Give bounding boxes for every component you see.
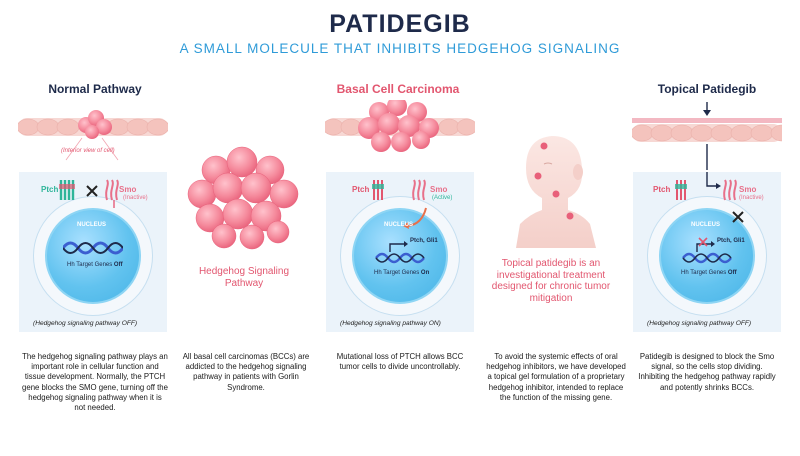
smo-state: (Active) — [432, 195, 453, 201]
target-genes-status: Hh Target Genes On — [374, 270, 430, 276]
receptors — [675, 172, 744, 252]
drug-arrow — [706, 172, 717, 187]
target-genes-status: Hh Target Genes Off — [681, 270, 737, 276]
nucleus-label: NUCLEUS — [384, 222, 414, 228]
smo-state: (Inactive) — [739, 195, 764, 201]
gene-arrow-label: Ptch, Gli1 — [717, 238, 745, 244]
normal-cell-panel: Ptch Smo (Inactive) NUCLEUS Hh Target Ge… — [19, 172, 167, 332]
tumor-cluster-illustration — [187, 146, 299, 250]
smo-receptor — [105, 179, 119, 201]
topical-description: Patidegib is designed to block the Smo s… — [638, 352, 776, 392]
bcc-description: Mutational loss of PTCH allows BCC tumor… — [336, 352, 464, 372]
ptch-receptor-mutated — [373, 180, 383, 200]
smo-state: (Inactive) — [123, 195, 148, 201]
smo-receptor — [412, 179, 426, 201]
gene-block-x-icon — [698, 237, 708, 247]
block-x-icon — [86, 185, 98, 197]
bcc-lesions — [534, 142, 574, 220]
topical-cell-panel: Ptch Smo (Inactive) NUCLEUS Ptch, Gli1 H… — [633, 172, 781, 332]
target-genes-status: Hh Target Genes Off — [67, 262, 123, 268]
block-x-icon — [732, 211, 744, 223]
nucleus-label: NUCLEUS — [77, 222, 107, 228]
ptch-label: Ptch — [41, 185, 59, 194]
bcc-tissue-illustration — [325, 100, 475, 152]
pathway-status: (Hedgehog signaling pathway ON) — [340, 320, 441, 327]
page-subtitle: A SMALL MOLECULE THAT INHIBITS HEDGEHOG … — [179, 41, 621, 56]
addiction-caption: Hedgehog Signaling Pathway — [198, 266, 290, 289]
nucleus — [45, 208, 141, 304]
nucleus-label: NUCLEUS — [691, 222, 721, 228]
dna-helix-icon — [682, 252, 732, 264]
ptch-receptor — [59, 180, 75, 200]
smo-label: Smo — [119, 185, 137, 194]
gene-arrow-label: Ptch, Gli1 — [410, 238, 438, 244]
interior-view-note: (Interior view of cell) — [61, 148, 115, 154]
nucleus — [352, 208, 448, 304]
pathway-status: (Hedgehog signaling pathway OFF) — [33, 320, 138, 327]
dna-helix-icon — [63, 241, 123, 255]
bcc-heading: Basal Cell Carcinoma — [336, 82, 460, 96]
normal-pathway-heading: Normal Pathway — [48, 82, 142, 96]
normal-description: The hedgehog signaling pathway plays an … — [22, 352, 168, 413]
gene-arrow — [696, 243, 711, 252]
patient-head-illustration — [516, 136, 596, 248]
receptors — [372, 179, 427, 252]
topical-caption: Topical patidegib is an investigational … — [491, 258, 611, 304]
dna-helix-icon — [375, 252, 425, 264]
receptors — [59, 179, 119, 208]
ptch-label: Ptch — [352, 185, 370, 194]
ptch-receptor-mutated — [676, 180, 686, 200]
smo-label: Smo — [430, 185, 448, 194]
nucleus — [659, 208, 755, 304]
normal-tissue-illustration — [18, 110, 168, 161]
gene-arrow — [389, 243, 404, 252]
smo-label: Smo — [739, 185, 757, 194]
bcc-cell-panel: Ptch Smo (Active) NUCLEUS Ptch, Gli1 Hh … — [326, 172, 474, 332]
ptch-label: Ptch — [653, 185, 671, 194]
smo-receptor — [723, 179, 737, 201]
signal-arrow — [407, 207, 427, 227]
pathway-status: (Hedgehog signaling pathway OFF) — [647, 320, 752, 327]
topical-tissue-illustration — [632, 102, 782, 170]
page-title: PATIDEGIB — [329, 10, 471, 38]
topical-info-description: To avoid the systemic effects of oral he… — [486, 352, 626, 402]
addiction-description: All basal cell carcinomas (BCCs) are add… — [182, 352, 310, 392]
topical-patidegib-heading: Topical Patidegib — [657, 82, 757, 96]
